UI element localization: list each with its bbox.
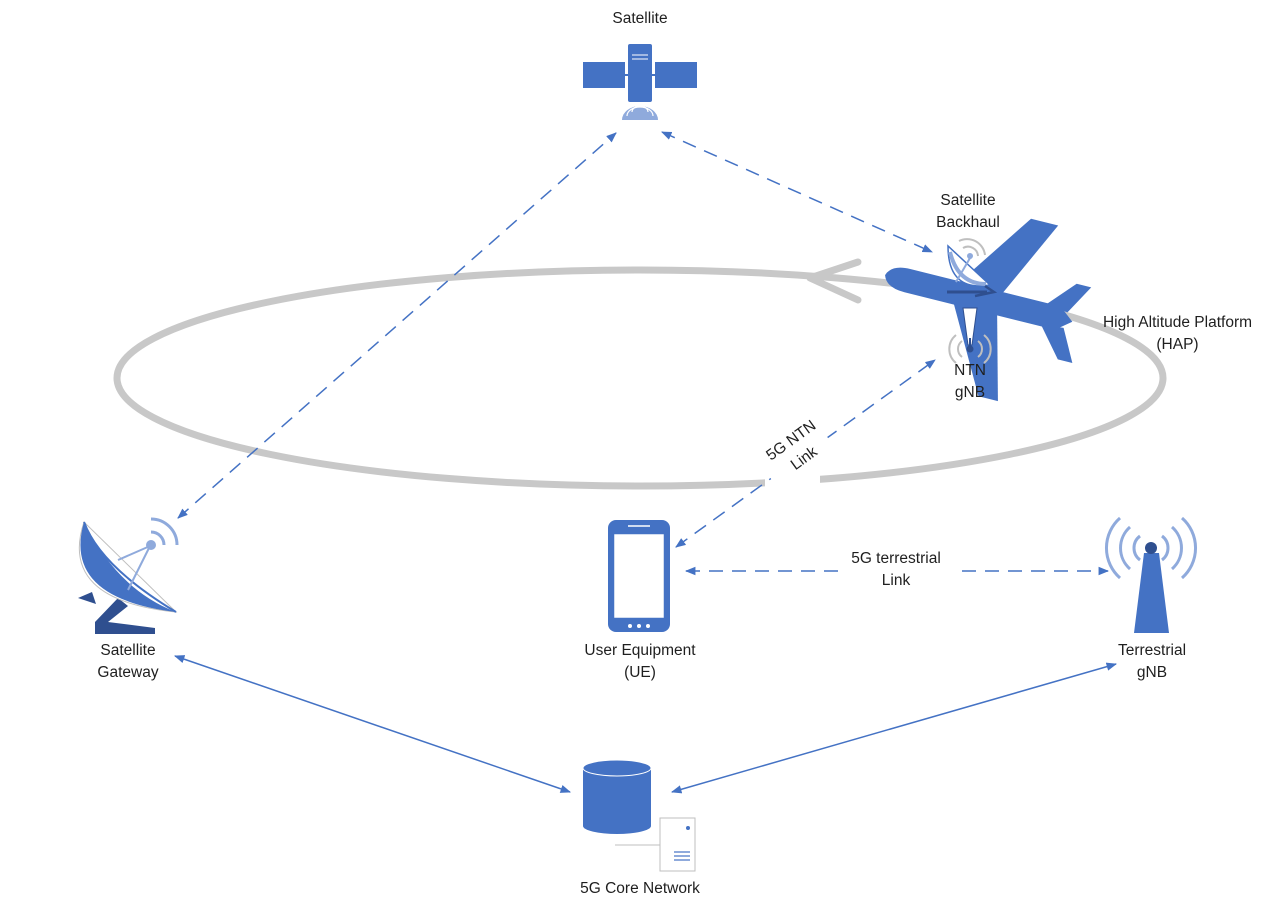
satellite-icon [583,44,697,120]
ue-label-line-2: (UE) [624,664,656,681]
user-equipment-label: User Equipment (UE) [565,640,715,684]
aircraft-icon [885,218,1092,402]
hap-label-line-1: High Altitude Platform [1102,314,1253,331]
server-icon [615,817,696,872]
terrestrial-link-label: 5G terrestrial Link [836,548,956,592]
link-ue-ntn [675,359,936,548]
gateway-label-line-2: Gateway [97,664,159,681]
satellite-backhaul-label: Satellite Backhaul [918,190,1018,234]
link-gateway-core [174,655,571,793]
link-gateway-satellite [177,132,617,519]
terrestrial-gnb-label-line-1: Terrestrial [1117,642,1187,659]
satellite-gateway-label: Satellite Gateway [78,640,178,684]
gateway-label-line-1: Satellite [100,642,156,659]
link-satellite-backhaul [661,131,933,253]
ntn-gnb-label-line-1: NTN [954,362,986,379]
core-network-label: 5G Core Network [555,878,725,900]
satellite-dish-icon [78,517,179,634]
smartphone-icon [608,520,670,632]
terrestrial-link-label-line-2: Link [881,572,911,589]
cell-tower-icon [1105,516,1197,633]
terrestrial-gnb-label-line-2: gNB [1136,664,1168,681]
database-icon [582,759,652,834]
core-network-label-line: 5G Core Network [580,880,700,897]
ue-label-line-1: User Equipment [584,642,696,659]
backhaul-label-line-2: Backhaul [936,214,1000,231]
hap-label: High Altitude Platform (HAP) [1085,312,1270,356]
link-terrestrial-core [670,662,1118,794]
satellite-label-line: Satellite [612,10,668,27]
satellite-label: Satellite [590,8,690,30]
backhaul-label-line-1: Satellite [940,192,996,209]
hap-label-line-2: (HAP) [1156,336,1199,353]
antenna-icon [948,307,992,364]
ntn-gnb-label-line-2: gNB [954,384,986,401]
terrestrial-link-label-line-1: 5G terrestrial [851,550,941,567]
ntn-gnb-label: NTN gNB [935,360,1005,404]
satellite-dish-icon [947,238,998,298]
terrestrial-gnb-label: Terrestrial gNB [1102,640,1202,684]
